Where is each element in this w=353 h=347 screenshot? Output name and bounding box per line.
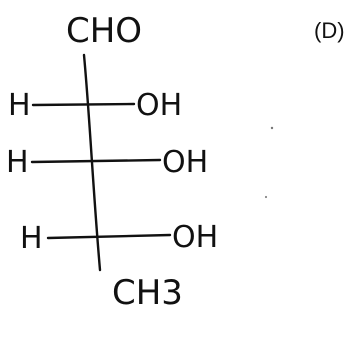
row-2-left-label: H [6, 145, 29, 180]
row-3-right-label: OH [172, 220, 218, 255]
bottom-group-label: CH3 [112, 273, 183, 313]
row-2-right-label: OH [162, 145, 208, 180]
backbone-line [82, 53, 102, 272]
ink-dot [270, 126, 274, 130]
top-group-label: CHO [66, 11, 142, 51]
row-2-bond [30, 158, 162, 164]
ink-dot [264, 195, 268, 199]
panel-label: (D) [314, 18, 345, 43]
row-3-bond [46, 233, 172, 240]
row-1-bond [31, 102, 136, 107]
row-1-right-label: OH [136, 88, 182, 123]
row-3-left-label: H [20, 221, 43, 256]
row-1-left-label: H [8, 88, 31, 123]
